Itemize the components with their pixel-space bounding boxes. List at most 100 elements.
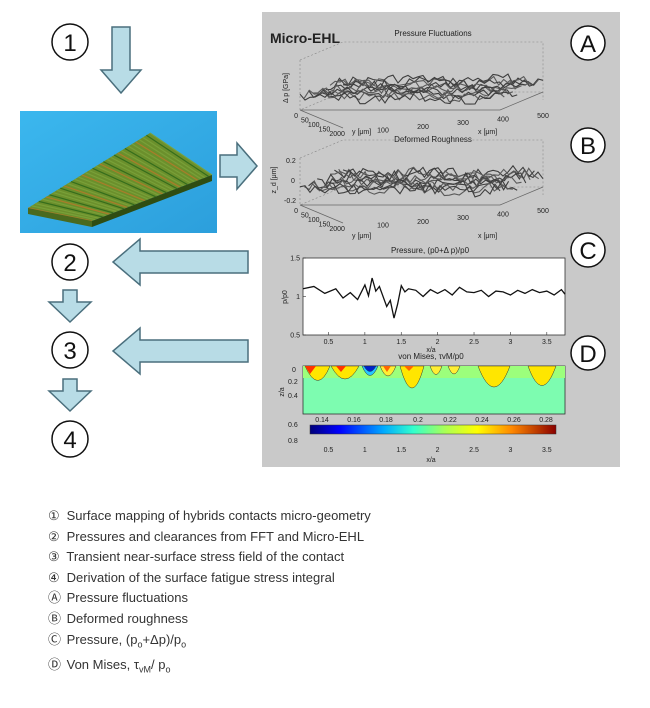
surface-ridge [42,198,107,217]
svg-text:B: B [580,133,596,160]
surface-ridge [124,147,188,185]
surface-ridge [95,165,160,196]
plot-d-xlabel: x/a [426,457,435,464]
y-tick-label: 0.5 [290,333,300,340]
legend-item-d: Ⓓ Von Mises, τvM/ po [48,655,371,680]
surface-ridge [99,163,163,195]
x-tick-label: 2.5 [469,339,479,346]
surface-ridge [135,141,199,181]
surface-ridge [70,180,135,206]
legend-text: Pressure fluctuations [66,590,189,606]
surface-mesh-line [334,167,535,183]
plot-d-yticks: 0 0.2 0.4 0.6 0.8 [288,367,298,445]
surface-ridge [110,156,174,191]
x-tick-label: 1.5 [396,447,406,454]
von-mises-contours [303,365,565,388]
surface-ridge [52,191,117,213]
svg-text:1: 1 [63,30,76,57]
legend-text: / p [150,656,166,672]
plot-d-ylabel: z/a [279,387,286,396]
surface-ridge [35,203,100,219]
y-tick-label: 200 [329,226,341,233]
legend-list: ① Surface mapping of hybrids contacts mi… [48,506,371,680]
svg-text:3: 3 [63,338,76,365]
x-tick-label: 3 [508,339,512,346]
legend-marker: ④ [48,569,60,585]
legend-item-b: Ⓑ Deformed roughness [48,609,371,630]
plot-c-xlabel: x/a [426,347,435,354]
arrow-left-3 [111,326,249,376]
legend-text: Surface mapping of hybrids contacts micr… [66,508,371,523]
surface-ridge [49,194,114,214]
d-ytick-3: 0.6 [288,422,298,429]
x-tick-label: 400 [497,117,509,124]
y-tick-label: 150 [319,127,331,134]
y-tick-label: 150 [319,222,331,229]
surface-ridge [67,183,132,207]
legend-text: Deformed roughness [66,610,189,626]
y-tick-label: 200 [329,131,341,138]
legend-subscript: o [137,639,143,650]
x-tick-label: 200 [417,124,429,131]
x-tick-label: 1.5 [396,339,406,346]
y-tick-label: 100 [308,217,320,224]
legend-subscript: o [181,639,187,650]
x-tick-label: 1 [363,447,367,454]
plot-b-zlabel: z_d [μm] [271,166,278,193]
plot-a-ylabel: y [μm] [352,129,371,136]
y-tick-label: 0 [294,113,298,120]
step-3-marker: 3 [51,331,89,369]
y-tick-label: 1 [296,294,300,301]
legend-item-2: ② Pressures and clearances from FFT and … [48,527,371,548]
x-tick-label: 2 [436,339,440,346]
plot-c-ylabel: p/p0 [282,290,289,304]
surface-ridge [146,134,209,177]
arrow-left-2 [111,237,249,287]
plot-a-pressure-fluctuations: Pressure Fluctuations Δ p [GPa] y [μm] x… [283,29,549,138]
panel-letter-c: C [570,232,606,268]
d-ytick-1: 0.2 [288,379,298,386]
surface-ridge [56,189,121,211]
legend-text: Derivation of the surface fatigue stress… [66,569,335,585]
legend-item-4: ④ Derivation of the surface fatigue stre… [48,568,371,589]
plot-b-ztick-2: -0.2 [284,198,296,205]
x-tick-label: 100 [377,127,389,134]
surface-ridge [128,145,192,184]
plot-b-deformed-roughness: Deformed Roughness z_d [μm] 0.2 0 -0.2 y… [271,135,549,240]
legend-marker: ① [48,508,60,523]
panel-letter-d: D [570,335,606,371]
surface-mesh-line [329,78,531,92]
legend-item-1: ① Surface mapping of hybrids contacts mi… [48,506,371,527]
d-ytick-0: 0 [292,367,296,374]
surface-mesh-line [317,175,518,191]
colorbar [309,424,557,435]
surface-ridge [60,187,124,210]
legend-subscript: vM [138,664,151,675]
arrow-down-3 [47,378,93,413]
surface-ridge [78,176,142,203]
plot-b-title: Deformed Roughness [394,135,472,144]
x-tick-label: 300 [457,215,469,222]
step-4-marker: 4 [51,420,89,458]
y-tick-label: 50 [301,213,309,220]
surface-mesh-line [308,178,510,195]
surface-mesh-line [303,89,505,103]
legend-marker: Ⓑ [48,610,62,626]
surface-ridge [31,205,96,221]
surface-ridge [138,139,202,180]
colorbar-tick-label: 0.18 [379,417,393,424]
surface-ridge [131,143,195,183]
step-1-marker: 1 [51,23,89,61]
legend-text: Von Mises, τ [66,656,139,672]
surface-mesh-line [299,91,501,105]
y-tick-label: 100 [308,122,320,129]
panel-letter-b: B [570,127,606,163]
plot-b-xlabel: x [μm] [478,233,497,240]
x-tick-label: 3.5 [542,447,552,454]
legend-text: Pressures and clearances from FFT and Mi… [66,528,365,544]
